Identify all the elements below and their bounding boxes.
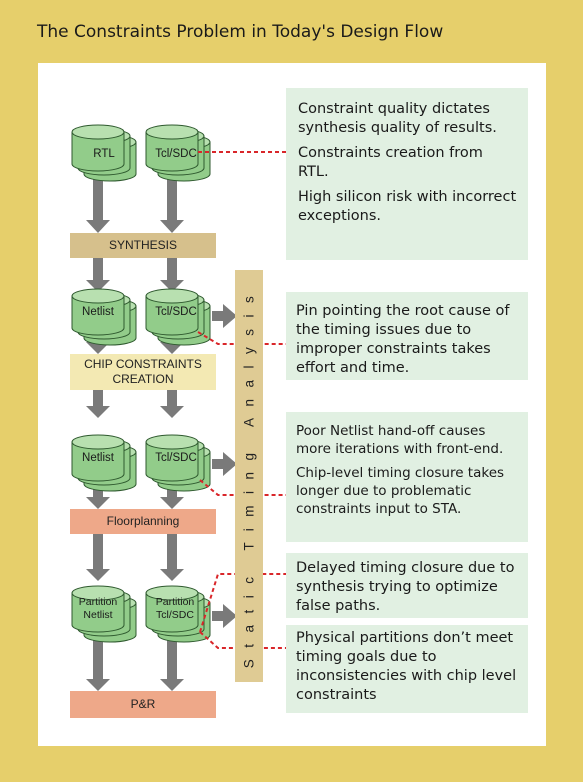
stage-floorplanning: Floorplanning: [70, 509, 216, 534]
arrow-into-sta-2: [212, 452, 237, 476]
arrow-tcl-synthesis: [160, 177, 184, 233]
arrow-netlist-floor: [86, 486, 110, 509]
stage-chip-constraints-line2: CREATION: [112, 372, 174, 386]
arrow-ptcl-pnr: [160, 637, 184, 691]
label-partition-tcl-line1: Partition: [155, 596, 195, 608]
stage-chip-constraints-line1: CHIP CONSTRAINTS: [84, 357, 202, 371]
dashed-connectors: [197, 151, 290, 649]
arrow-rtl-synthesis: [86, 177, 110, 233]
note-5-line-1: Physical partitions don’t meet timing go…: [296, 630, 517, 703]
label-partition-tcl-line2: Tcl/SDC: [156, 609, 194, 621]
label-netlist-1: Netlist: [82, 306, 114, 318]
note-1-line-3: High silicon risk with incorrect excepti…: [298, 189, 517, 224]
arrow-group-col1: [86, 177, 110, 691]
sta-arrow-group: [212, 304, 237, 628]
label-tcl-1: Tcl/SDC: [155, 148, 197, 160]
label-partition-tcl: Partition Tcl/SDC: [146, 596, 204, 622]
arrow-floor-ptcl: [160, 533, 184, 581]
arrow-chip-netlist: [86, 371, 110, 418]
arrow-floor-partition: [86, 533, 110, 581]
label-partition-netlist-line2: Netlist: [83, 609, 113, 621]
label-partition-netlist: Partition Netlist: [70, 596, 126, 622]
note-1-line-1: Constraint quality dictates synthesis qu…: [298, 101, 497, 136]
note-3-line-1: Poor Netlist hand-off causes more iterat…: [296, 423, 504, 457]
note-2: Pin pointing the root cause of the timin…: [286, 292, 528, 380]
arrow-synthesis-netlist: [86, 258, 110, 292]
connector-note-3: [199, 479, 286, 496]
label-rtl: RTL: [93, 148, 115, 160]
stage-pnr: P&R: [70, 691, 216, 718]
diagram-title: The Constraints Problem in Today's Desig…: [37, 22, 444, 42]
note-3-line-2: Chip-level timing closure takes longer d…: [296, 465, 505, 517]
label-partition-netlist-line1: Partition: [78, 596, 118, 608]
arrow-into-sta-3: [212, 604, 237, 628]
note-4: Delayed timing closure due to synthesis …: [286, 553, 528, 618]
arrow-into-sta-1: [212, 304, 237, 328]
arrow-partition-pnr: [86, 637, 110, 691]
label-netlist-2: Netlist: [82, 452, 114, 464]
arrow-synthesis-tcl: [160, 258, 184, 292]
label-tcl-2: Tcl/SDC: [155, 306, 197, 318]
static-timing-analysis-label: Static Timing Analysis: [241, 284, 257, 668]
note-3: Poor Netlist hand-off causes more iterat…: [286, 412, 528, 542]
label-tcl-3: Tcl/SDC: [155, 452, 197, 464]
static-timing-analysis-bar: Static Timing Analysis: [235, 270, 263, 682]
note-2-line-1: Pin pointing the root cause of the timin…: [296, 303, 510, 376]
stage-chip-constraints: CHIP CONSTRAINTS CREATION: [70, 354, 216, 390]
note-5: Physical partitions don’t meet timing go…: [286, 625, 528, 713]
connector-note-2: [197, 331, 286, 345]
arrow-tcl-floor: [160, 486, 184, 509]
stage-synthesis: SYNTHESIS: [70, 233, 216, 258]
note-1-line-2: Constraints creation from RTL.: [298, 145, 483, 180]
note-4-line-1: Delayed timing closure due to synthesis …: [296, 560, 515, 614]
arrow-chip-tcl: [160, 371, 184, 418]
connector-note-5: [199, 631, 286, 649]
note-1: Constraint quality dictates synthesis qu…: [286, 88, 528, 260]
connector-note-4: [199, 573, 286, 633]
